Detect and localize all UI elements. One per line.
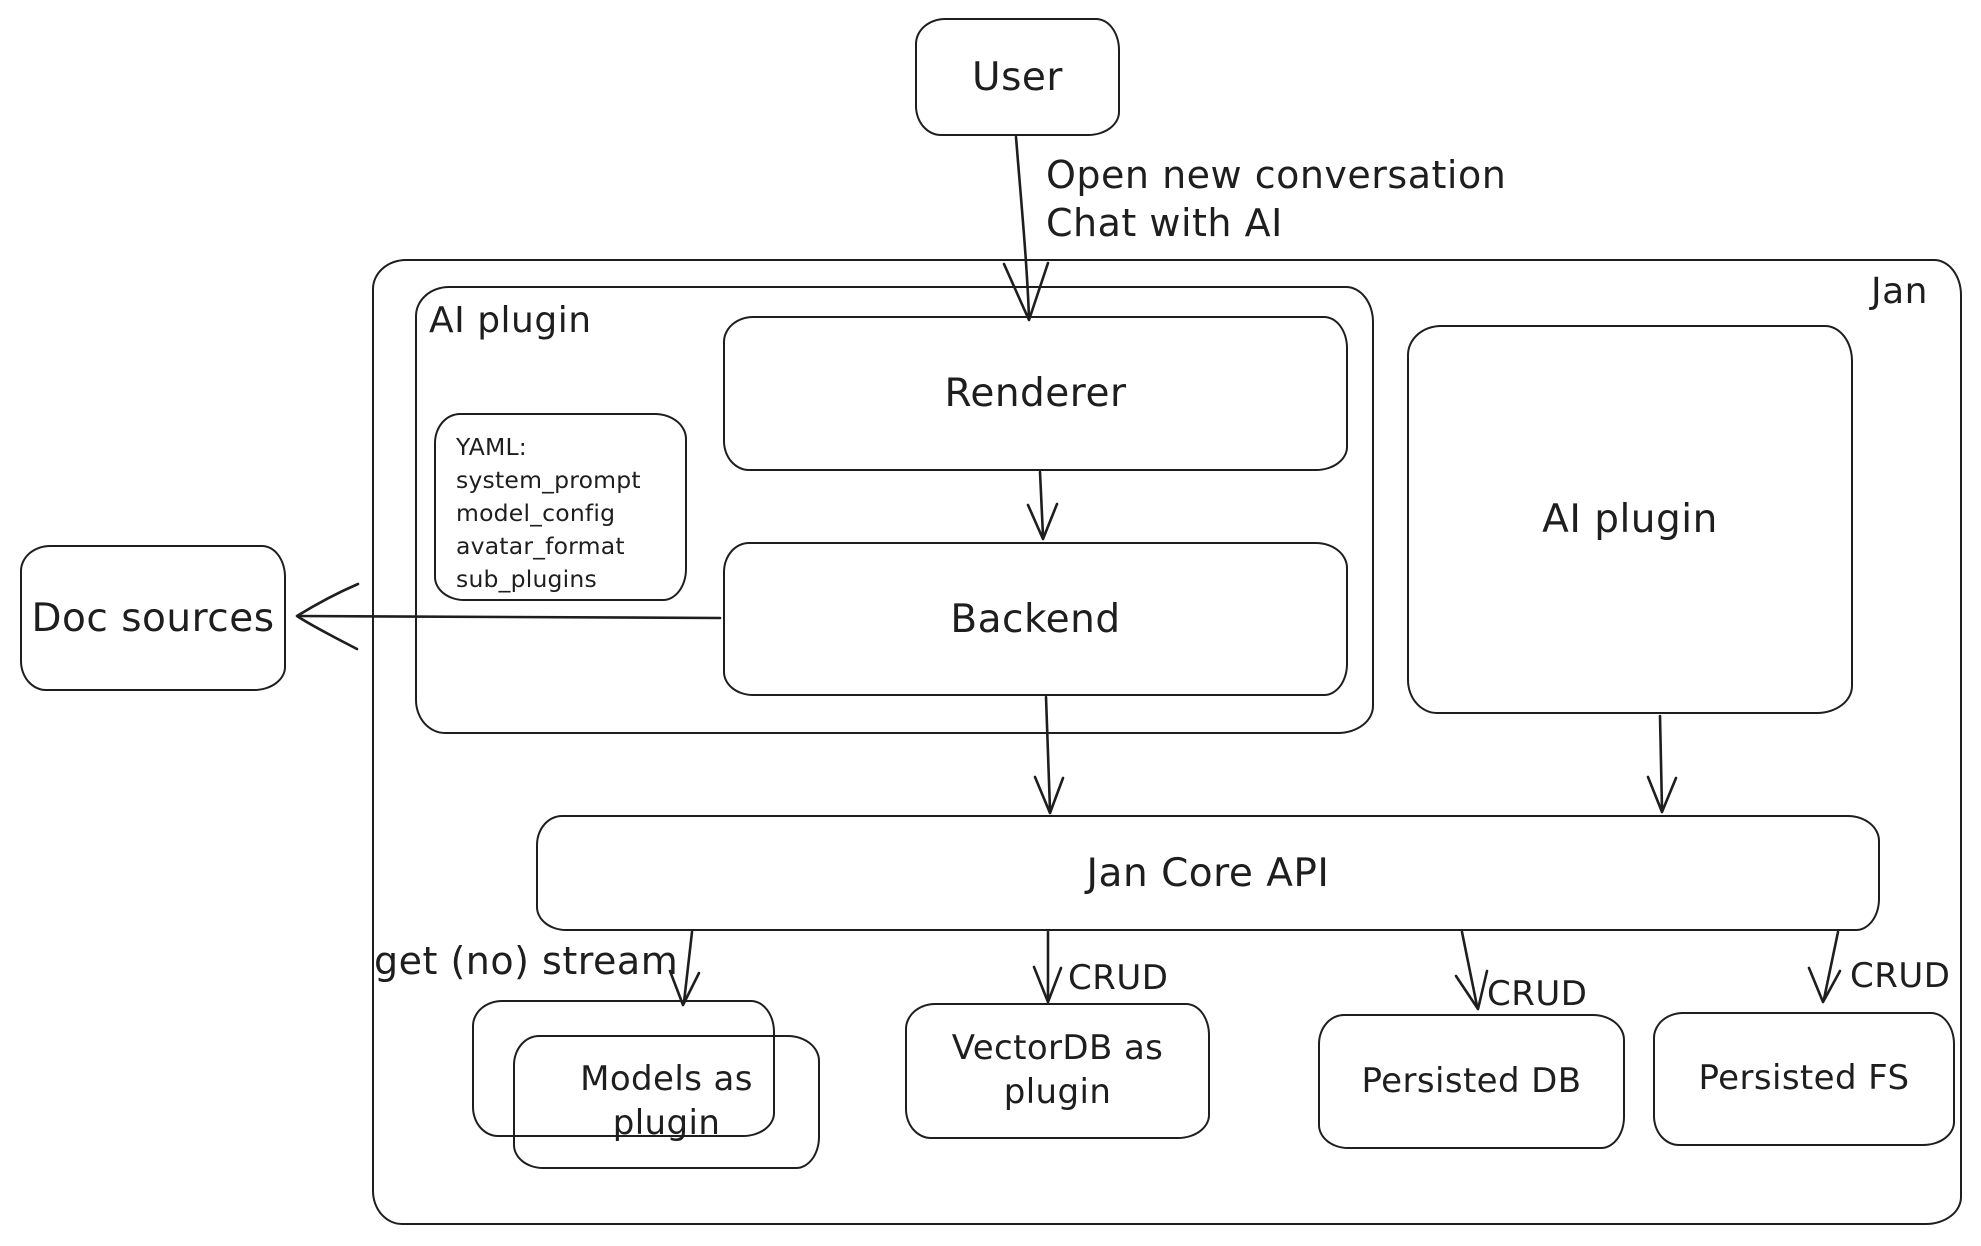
- node-user: User: [915, 18, 1120, 136]
- node-models-as-plugin: Models as plugin: [513, 1035, 820, 1169]
- node-yaml-note: YAML: system_prompt model_config avatar_…: [434, 413, 687, 601]
- node-renderer-label: Renderer: [944, 371, 1127, 416]
- container-jan-label: Jan: [1871, 271, 1928, 312]
- yaml-line-3: avatar_format: [456, 531, 625, 560]
- node-models-as-plugin-back: [472, 1000, 775, 1137]
- node-ai-plugin: AI plugin: [1407, 325, 1853, 714]
- yaml-line-1: system_prompt: [456, 465, 641, 494]
- container-ai-plugin-group-label: AI plugin: [429, 300, 592, 341]
- node-doc-sources: Doc sources: [20, 545, 286, 691]
- yaml-line-2: model_config: [456, 498, 616, 527]
- node-jan-core-api-label: Jan Core API: [1086, 850, 1330, 896]
- get-no-stream-label: get (no) stream: [374, 939, 679, 983]
- node-doc-sources-label: Doc sources: [31, 595, 275, 641]
- container-jan: Jan: [372, 259, 1962, 1225]
- yaml-line-0: YAML:: [456, 433, 527, 461]
- node-renderer: Renderer: [723, 316, 1348, 471]
- crud-label-persisted-db: CRUD: [1487, 974, 1588, 1014]
- user-arrow-label-line1: Open new conversation: [1046, 153, 1507, 197]
- crud-label-persisted-fs: CRUD: [1850, 956, 1951, 996]
- node-backend: Backend: [723, 542, 1348, 696]
- crud-label-vectordb: CRUD: [1068, 958, 1169, 998]
- yaml-line-4: sub_plugins: [456, 564, 597, 593]
- node-backend-label: Backend: [950, 596, 1121, 642]
- node-vectordb-as-plugin-label: VectorDB as plugin: [951, 1028, 1164, 1112]
- node-persisted-fs: Persisted FS: [1653, 1012, 1955, 1146]
- user-arrow-label: Open new conversation Chat with AI: [1046, 152, 1506, 248]
- container-ai-plugin-group: AI plugin: [415, 286, 1374, 734]
- node-user-label: User: [972, 54, 1063, 100]
- node-vectordb-as-plugin: VectorDB as plugin: [905, 1003, 1210, 1139]
- node-ai-plugin-label: AI plugin: [1542, 497, 1718, 542]
- node-persisted-db-label: Persisted DB: [1361, 1060, 1582, 1101]
- node-models-as-plugin-label: Models as plugin: [580, 1059, 753, 1143]
- node-jan-core-api: Jan Core API: [536, 815, 1880, 931]
- node-persisted-db: Persisted DB: [1318, 1014, 1625, 1149]
- user-arrow-label-line2: Chat with AI: [1046, 200, 1283, 245]
- node-persisted-fs-label: Persisted FS: [1698, 1058, 1910, 1099]
